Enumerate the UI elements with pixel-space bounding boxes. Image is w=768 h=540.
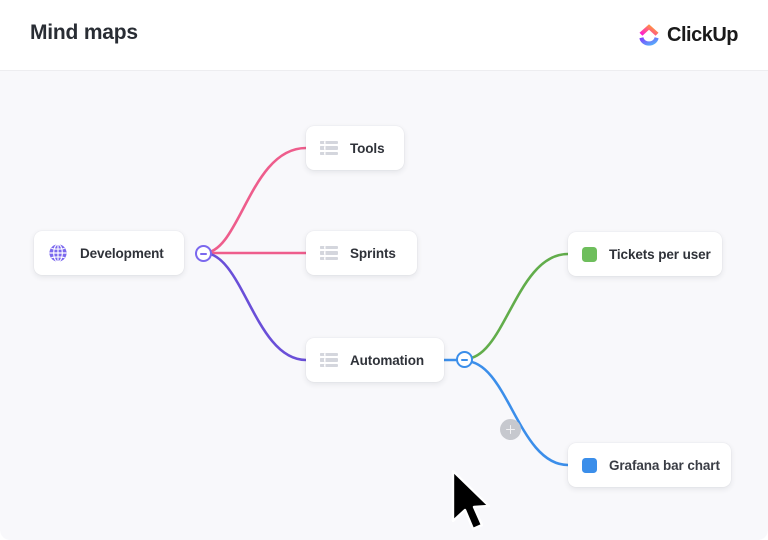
node-development[interactable]: Development	[34, 231, 184, 275]
node-tickets-per-user[interactable]: Tickets per user	[568, 232, 722, 276]
blue-square-icon	[582, 457, 597, 473]
add-node-button[interactable]	[500, 419, 521, 440]
green-square-icon	[582, 246, 597, 262]
node-label: Development	[80, 245, 164, 261]
node-tools[interactable]: Tools	[306, 126, 404, 170]
list-icon	[320, 140, 338, 156]
edge-development-automation	[202, 251, 308, 362]
page-title: Mind maps	[30, 21, 138, 44]
node-sprints[interactable]: Sprints	[306, 231, 417, 275]
clickup-logo-icon	[638, 22, 660, 48]
edge-automation-tickets	[463, 252, 570, 361]
node-label: Tools	[350, 140, 385, 156]
node-grafana-bar-chart[interactable]: Grafana bar chart	[568, 443, 731, 487]
list-icon	[320, 245, 338, 261]
brand-name: ClickUp	[667, 23, 738, 46]
edge-development-tools	[202, 146, 308, 255]
node-label: Grafana bar chart	[609, 457, 720, 473]
collapse-handle-development[interactable]	[195, 245, 212, 262]
list-icon	[320, 352, 338, 368]
node-label: Sprints	[350, 245, 396, 261]
app-header: Mind maps	[0, 0, 768, 71]
node-automation[interactable]: Automation	[306, 338, 444, 382]
globe-icon	[48, 243, 68, 263]
plus-icon-vertical	[509, 425, 512, 434]
minus-icon	[461, 358, 468, 361]
collapse-handle-automation[interactable]	[456, 351, 473, 368]
brand-logo: ClickUp	[638, 20, 738, 50]
connector-edges	[202, 146, 570, 467]
minus-icon	[200, 252, 207, 255]
node-label: Tickets per user	[609, 246, 711, 262]
node-label: Automation	[350, 352, 424, 368]
edge-automation-grafana	[463, 359, 570, 467]
mind-map-canvas[interactable]: Development Tools Sprints Automation	[0, 71, 768, 540]
